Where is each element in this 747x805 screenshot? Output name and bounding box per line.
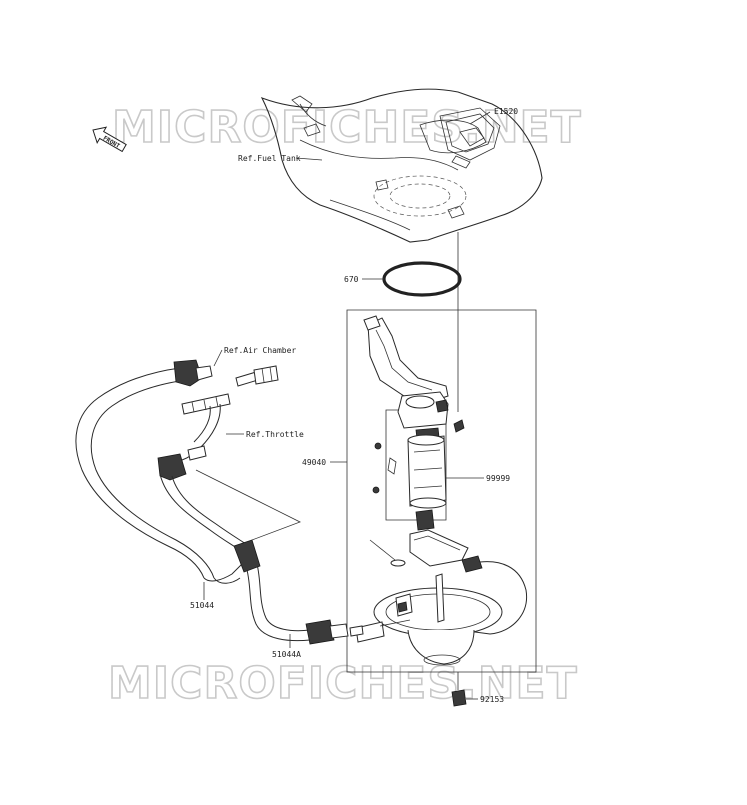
part-51044a-label: 51044A — [272, 650, 301, 659]
ref-throttle-label: Ref.Throttle — [246, 430, 304, 439]
assembly-box-49040 — [346, 309, 537, 673]
part-49040-label: 49040 — [302, 458, 326, 467]
part-99999-label: 99999 — [486, 474, 510, 483]
bolt-92153 — [451, 672, 467, 707]
watermark-bottom: MICROFICHES.NET — [108, 658, 578, 709]
gasket-670 — [382, 261, 462, 297]
watermark-top: MICROFICHES.NET — [112, 102, 582, 153]
diagram-code-label: E1520 — [494, 107, 518, 116]
fuel-hose-assembly — [75, 359, 364, 645]
fuel-tank — [260, 88, 543, 243]
leader-fuel-tank — [295, 157, 323, 161]
leader-e1520 — [469, 111, 491, 125]
ref-fuel-tank-label: Ref.Fuel Tank — [238, 154, 301, 163]
leader-air-chamber — [213, 349, 223, 367]
part-92153-label: 92153 — [480, 695, 504, 704]
part-51044-label: 51044 — [190, 601, 214, 610]
part-670-label: 670 — [344, 275, 359, 284]
ref-air-chamber-label: Ref.Air Chamber — [224, 346, 296, 355]
fuel-pump-assembly — [355, 315, 528, 666]
